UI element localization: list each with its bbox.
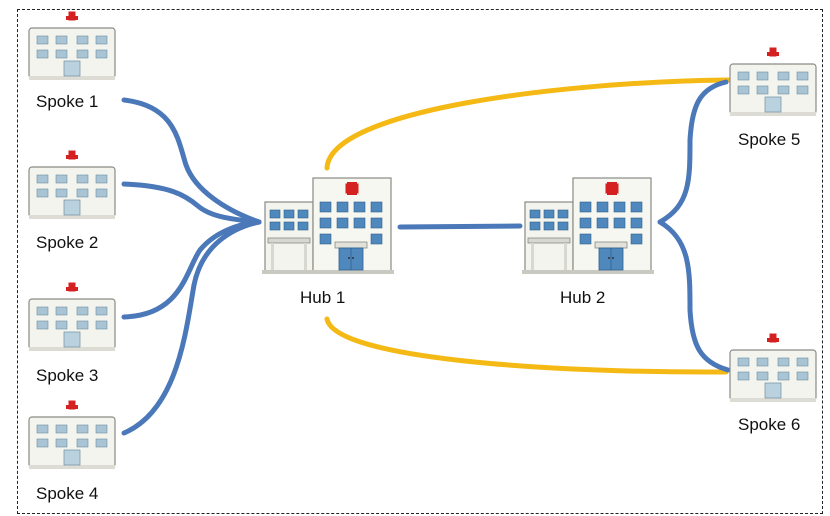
spoke1-hospital-icon <box>28 10 116 81</box>
spoke2-hospital-icon <box>28 149 116 220</box>
edge-hub2-spoke5 <box>657 79 729 225</box>
edge-hub2-spoke6 <box>657 219 731 373</box>
hub1-label: Hub 1 <box>300 288 346 307</box>
edge-spoke2-hub1 <box>121 181 262 225</box>
edge-spoke3-hub1 <box>121 219 262 320</box>
spoke4-hospital-icon <box>28 399 116 470</box>
edge-hub1-spoke5 <box>324 77 731 171</box>
edge-hub1-hub2 <box>397 223 523 230</box>
hub2-hospital-icon <box>521 177 655 275</box>
edge-hub1-spoke6 <box>324 316 729 375</box>
diagram-frame <box>17 9 823 514</box>
spoke2-label: Spoke 2 <box>36 233 99 252</box>
edge-spoke1-hub1 <box>121 97 262 225</box>
spoke6-label: Spoke 6 <box>738 415 801 434</box>
hub1-hospital-icon <box>261 177 395 275</box>
spoke6-hospital-icon <box>729 332 817 403</box>
spoke1-label: Spoke 1 <box>36 92 99 111</box>
spoke3-label: Spoke 3 <box>36 366 99 385</box>
spoke5-label: Spoke 5 <box>738 130 801 149</box>
hub2-label: Hub 2 <box>560 288 606 307</box>
edge-spoke4-hub1 <box>121 219 262 436</box>
spoke4-label: Spoke 4 <box>36 484 99 503</box>
spoke5-hospital-icon <box>729 46 817 117</box>
spoke3-hospital-icon <box>28 281 116 352</box>
